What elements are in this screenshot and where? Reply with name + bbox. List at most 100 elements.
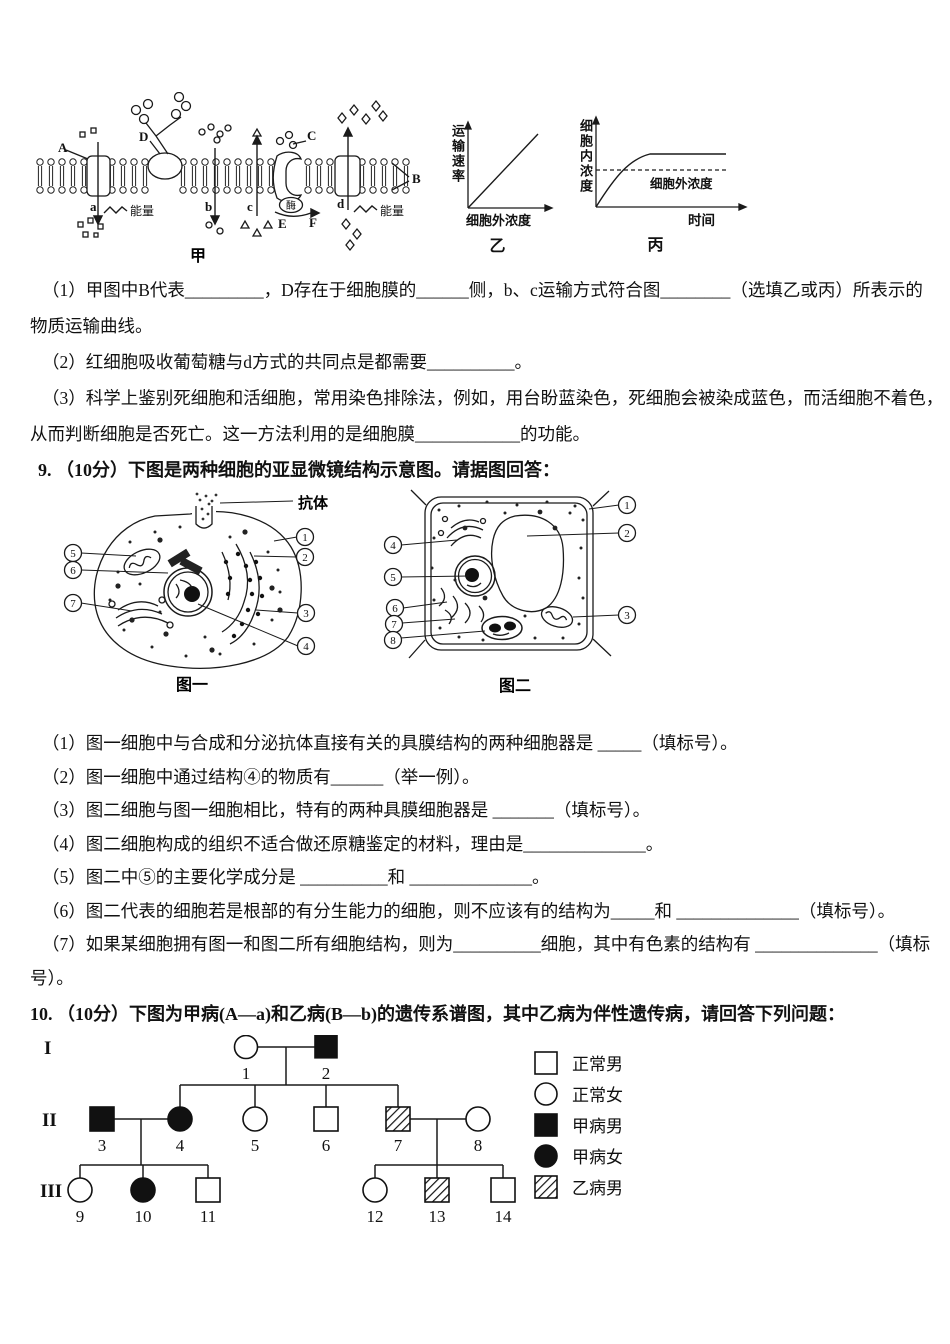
svg-text:正常女: 正常女 — [572, 1086, 623, 1105]
svg-text:4: 4 — [176, 1136, 185, 1155]
golgi-apparatus — [108, 596, 174, 629]
q9-line-4: （4）图二细胞构成的组织不适合做还原糖鉴定的材料，理由是____________… — [42, 833, 664, 854]
mitochondrion — [123, 548, 161, 576]
svg-text:13: 13 — [429, 1207, 446, 1226]
cell-membrane — [430, 502, 588, 645]
q8-line-1: （1）甲图中B代表_________，D存在于细胞膜的______侧，b、c运输… — [42, 280, 923, 300]
chart-bing-ylabel: 细胞内浓度 — [578, 119, 593, 194]
q9-line-8: 号）。 — [30, 967, 74, 988]
legend-diseaseA-male: 甲病男 — [534, 1113, 623, 1137]
svg-text:乙病男: 乙病男 — [572, 1179, 623, 1198]
q9-line-1: （1）图一细胞中与合成和分泌抗体直接有关的具膜结构的两种细胞器是 _____（填… — [42, 733, 738, 753]
ribosomes — [223, 551, 265, 639]
endoplasmic-reticulum — [438, 587, 485, 625]
cell-figure-two: 4 5 6 7 8 1 2 3 图二 — [365, 488, 665, 703]
individual-II-4: 4 — [167, 1106, 193, 1155]
enzyme-oval — [278, 196, 304, 214]
svg-text:正常男: 正常男 — [572, 1055, 623, 1074]
individual-II-8: 8 — [465, 1106, 491, 1155]
svg-text:14: 14 — [495, 1207, 513, 1226]
fig1-callout-1: 1 — [295, 527, 315, 547]
q8-line-3: （2）红细胞吸收葡萄糖与d方式的共同点是都需要__________。 — [42, 352, 532, 372]
q9-line-2: （2）图一细胞中通过结构④的物质有______（举一例）。 — [42, 766, 480, 787]
energy-label-left: 能量 — [130, 204, 154, 218]
fig1-callout-4: 4 — [296, 636, 316, 656]
q8-line-2: 物质运输曲线。 — [30, 316, 153, 336]
label-F: F — [309, 215, 317, 230]
nucleus — [163, 567, 213, 617]
label-c: c — [247, 199, 253, 214]
fig2-callout-7: 7 — [384, 614, 404, 634]
membrane-transport-figure: A a D b c C E F d B 能量 能量 酶 甲 — [30, 92, 440, 267]
transported-molecules — [77, 99, 388, 252]
label-a: a — [90, 199, 97, 214]
mitochondrion — [540, 606, 574, 628]
svg-text:2: 2 — [624, 528, 630, 540]
legend-diseaseA-female: 甲病女 — [534, 1144, 623, 1168]
figure-two-caption: 图二 — [499, 677, 531, 695]
svg-text:1: 1 — [242, 1064, 251, 1083]
question10-header: 10. （10分）下图为甲病(A—a)和乙病(B—b)的遗传系谱图，其中乙病为伴… — [30, 1004, 845, 1024]
fig2-callout-6: 6 — [385, 598, 405, 618]
secreted-antibody-dots — [195, 492, 218, 521]
svg-text:1: 1 — [302, 532, 308, 544]
individual-III-11: 11 — [195, 1177, 221, 1226]
generation-label-3: III — [40, 1181, 62, 1202]
plastid — [481, 615, 523, 641]
golgi-apparatus — [437, 515, 487, 547]
generation-label-2: II — [42, 1110, 57, 1131]
fig2-callout-3: 3 — [617, 605, 637, 625]
q8-line-4: （3）科学上鉴别死细胞和活细胞，常用染色排除法，例如，用台盼蓝染色，死细胞会被染… — [42, 388, 944, 408]
fig2-callout-2: 2 — [617, 523, 637, 543]
svg-text:甲病女: 甲病女 — [572, 1148, 623, 1167]
individual-II-5: 5 — [242, 1106, 268, 1155]
question9-header: 9. （10分）下图是两种细胞的亚显微镜结构示意图。请据图回答： — [38, 460, 560, 480]
cell-membrane — [93, 510, 302, 669]
chart-bing-dash-label: 细胞外浓度 — [650, 177, 713, 191]
nucleolus — [465, 568, 479, 582]
individual-I-2: 2 — [314, 1035, 338, 1083]
svg-text:5: 5 — [70, 548, 76, 560]
sugar-chain — [145, 116, 182, 155]
q9-line-6: （6）图二代表的细胞若是根部的有分生能力的细胞，则不应该有的结构为_____和 … — [42, 900, 896, 921]
pedigree-chart: I II III 1 2 3 4 5 6 7 8 9 10 11 12 13 1… — [30, 1035, 730, 1250]
cell-figure-one: 5 6 7 1 2 3 4 抗体 图一 — [40, 492, 350, 697]
label-D: D — [139, 129, 148, 144]
svg-text:7: 7 — [394, 1136, 403, 1155]
q9-line-3: （3）图二细胞与图一细胞相比，特有的两种具膜细胞器是 _______（填标号）。 — [42, 800, 651, 820]
svg-text:甲病男: 甲病男 — [572, 1117, 623, 1136]
chart-bing-caption: 丙 — [647, 237, 664, 254]
fig1-callout-3: 3 — [296, 603, 316, 623]
svg-text:4: 4 — [303, 641, 309, 653]
svg-text:2: 2 — [322, 1064, 331, 1083]
chart-yi-xlabel: 细胞外浓度 — [466, 213, 532, 228]
chart-bing: 细胞内浓度 细胞外浓度 时间 丙 — [558, 115, 753, 255]
svg-text:8: 8 — [474, 1136, 483, 1155]
svg-text:3: 3 — [98, 1136, 107, 1155]
svg-text:11: 11 — [200, 1207, 216, 1226]
svg-text:10: 10 — [135, 1207, 152, 1226]
legend-diseaseB-male: 乙病男 — [534, 1175, 623, 1199]
individual-III-14: 14 — [490, 1177, 516, 1226]
chart-bing-xlabel: 时间 — [688, 213, 715, 228]
svg-text:1: 1 — [624, 500, 630, 512]
figure-caption-jia: 甲 — [190, 247, 206, 265]
chart-yi: 运输速率 细胞外浓度 乙 — [440, 120, 555, 255]
centrioles — [167, 548, 203, 575]
label-C: C — [307, 128, 316, 143]
fig2-callout-8: 8 — [383, 630, 403, 650]
fig2-callout-5: 5 — [383, 567, 403, 587]
energy-label-right: 能量 — [380, 204, 404, 218]
fig1-callout-5: 5 — [63, 543, 83, 563]
individual-I-1: 1 — [233, 1035, 259, 1083]
svg-text:2: 2 — [302, 552, 308, 564]
nucleus — [454, 555, 496, 597]
fig1-callout-7: 7 — [63, 593, 83, 613]
label-d: d — [337, 196, 345, 211]
enzyme-label: 酶 — [286, 199, 296, 212]
svg-text:6: 6 — [322, 1136, 331, 1155]
svg-text:9: 9 — [76, 1207, 85, 1226]
svg-text:7: 7 — [391, 619, 397, 631]
svg-text:6: 6 — [392, 603, 398, 615]
